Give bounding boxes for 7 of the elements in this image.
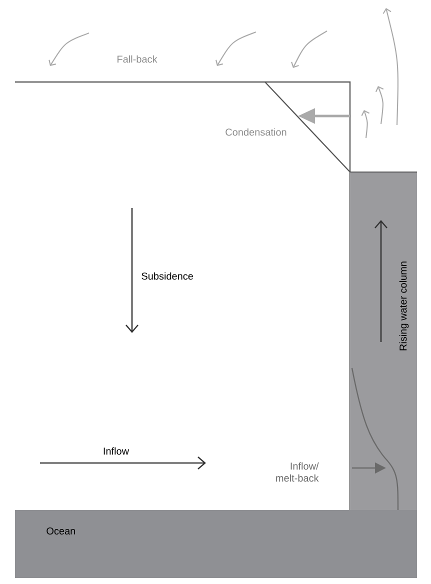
process-label: Inflow: [104, 447, 130, 455]
water-column: Rising water column: [350, 172, 418, 510]
ocean-band: Ocean: [15, 510, 417, 578]
process-label: Subsidence: [142, 272, 193, 280]
process-label: Condensation: [226, 128, 286, 136]
process-label: Fall-back: [118, 55, 158, 63]
process-label: Inflow/ melt-back: [276, 462, 319, 482]
